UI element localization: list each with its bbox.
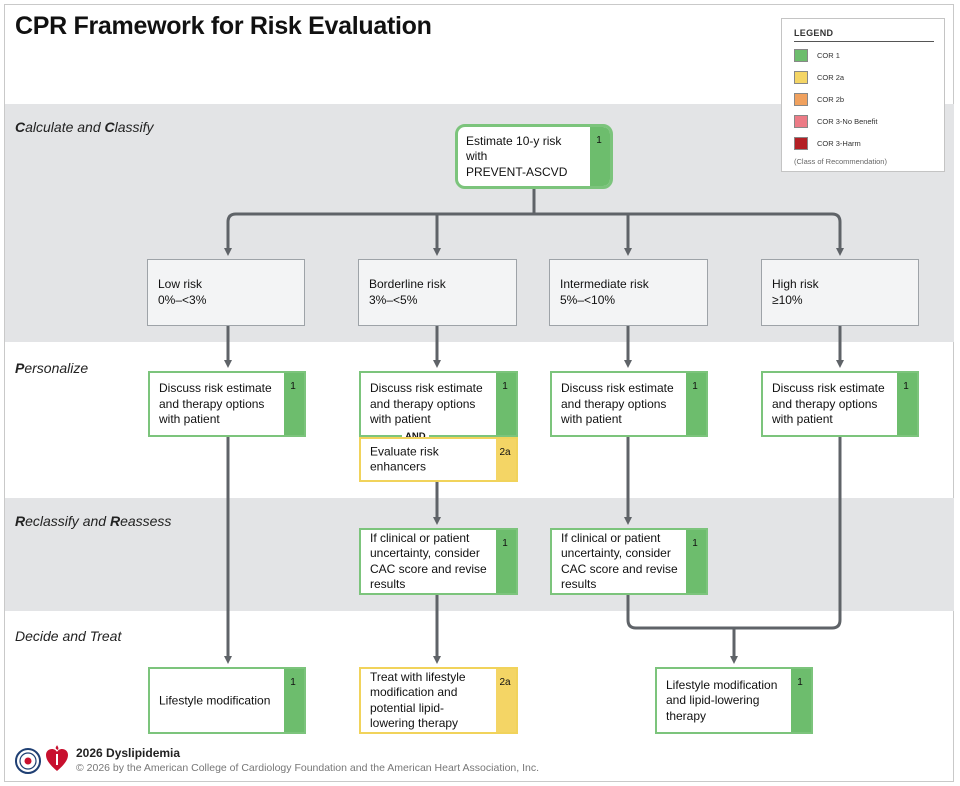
discuss-box-borderline: Discuss risk estimate and therapy option… xyxy=(359,371,518,437)
legend-label: COR 2a xyxy=(817,73,845,82)
legend-swatch xyxy=(794,115,808,128)
section-decide-treat: Decide and Treat xyxy=(15,628,122,644)
risk-range: 5%–<10% xyxy=(560,292,616,307)
legend-swatch xyxy=(794,137,808,150)
cor-badge: 1 xyxy=(502,381,508,392)
cor-strip xyxy=(686,373,706,435)
lifestyle-modification-box: Lifestyle modification 1 xyxy=(148,667,306,734)
connector-branch xyxy=(226,212,842,246)
discuss-box-low: Discuss risk estimate and therapy option… xyxy=(148,371,306,437)
footer-title: 2026 Dyslipidemia xyxy=(76,746,181,760)
cac-text: If clinical or patient uncertainty, cons… xyxy=(370,530,487,592)
risk-range: ≥10% xyxy=(772,292,803,307)
acc-seal-logo xyxy=(15,748,41,774)
cor-strip xyxy=(496,439,516,480)
legend-title: LEGEND xyxy=(794,28,834,38)
risk-name: Low risk xyxy=(158,277,203,291)
cor-strip xyxy=(496,530,516,593)
risk-name: Intermediate risk xyxy=(560,277,649,291)
cac-box-intermediate: If clinical or patient uncertainty, cons… xyxy=(550,528,708,595)
cor-strip xyxy=(284,373,304,435)
legend-swatch xyxy=(794,93,808,106)
figure-frame xyxy=(4,4,954,782)
cor-strip xyxy=(791,669,811,732)
cor-badge: 1 xyxy=(596,135,602,146)
combined-text: Lifestyle modification and lipid-lowerin… xyxy=(666,677,778,723)
discuss-text: Discuss risk estimate and therapy option… xyxy=(561,380,674,426)
cor-badge: 1 xyxy=(290,381,296,392)
cor-strip xyxy=(686,530,706,593)
risk-box-borderline: Borderline risk 3%–<5% xyxy=(358,259,517,326)
section-personalize: Personalize xyxy=(15,360,89,376)
lifestyle-text: Lifestyle modification xyxy=(159,692,271,707)
cor-badge: 1 xyxy=(797,677,803,688)
legend-label: COR 2b xyxy=(817,95,845,104)
aha-heart-torch-logo xyxy=(46,745,68,771)
section-reclassify-reassess: Reclassify and Reassess xyxy=(15,513,172,529)
cac-text: If clinical or patient uncertainty, cons… xyxy=(561,530,678,592)
treat-text: Treat with lifestyle modification and po… xyxy=(370,669,466,731)
risk-box-intermediate: Intermediate risk 5%–<10% xyxy=(549,259,708,326)
legend-note: (Class of Recommendation) xyxy=(794,157,887,166)
legend-divider xyxy=(794,41,934,42)
cor-strip xyxy=(496,373,516,435)
legend: LEGEND COR 1 COR 2a COR 2b COR 3-No Bene… xyxy=(781,18,945,172)
risk-name: Borderline risk xyxy=(369,277,446,291)
cor-badge: 1 xyxy=(692,538,698,549)
legend-swatch xyxy=(794,49,808,62)
and-connector-label: AND xyxy=(402,431,429,442)
cor-badge: 1 xyxy=(692,381,698,392)
cac-box-borderline: If clinical or patient uncertainty, cons… xyxy=(359,528,518,595)
lifestyle-lipid-lowering-box: Lifestyle modification and lipid-lowerin… xyxy=(655,667,813,734)
cor-badge: 1 xyxy=(502,538,508,549)
estimate-risk-box: Estimate 10-y risk with PREVENT-ASCVD 1 xyxy=(455,124,613,189)
legend-label: COR 3-No Benefit xyxy=(817,117,878,126)
cor-badge: 2a xyxy=(499,447,511,458)
cor-strip xyxy=(897,373,917,435)
discuss-box-intermediate: Discuss risk estimate and therapy option… xyxy=(550,371,708,437)
discuss-text: Discuss risk estimate and therapy option… xyxy=(772,380,885,426)
cor-badge: 1 xyxy=(903,381,909,392)
risk-box-high: High risk ≥10% xyxy=(761,259,919,326)
legend-label: COR 1 xyxy=(817,51,840,60)
cor-strip xyxy=(496,669,516,732)
legend-swatch xyxy=(794,71,808,84)
estimate-risk-line2: PREVENT-ASCVD xyxy=(466,164,568,179)
cor-badge: 2a xyxy=(499,677,511,688)
treat-lipid-lowering-box: Treat with lifestyle modification and po… xyxy=(359,667,518,734)
cor-badge: 1 xyxy=(290,677,296,688)
cor-strip xyxy=(284,669,304,732)
risk-box-low: Low risk 0%–<3% xyxy=(147,259,305,326)
discuss-text: Discuss risk estimate and therapy option… xyxy=(370,380,483,426)
estimate-risk-line1: Estimate 10-y risk with xyxy=(466,133,562,163)
risk-enhancers-box: Evaluate risk enhancers 2a xyxy=(359,437,518,482)
enhancers-text: Evaluate risk enhancers xyxy=(370,444,439,474)
discuss-box-high: Discuss risk estimate and therapy option… xyxy=(761,371,919,437)
cor-strip xyxy=(590,127,610,186)
risk-range: 3%–<5% xyxy=(369,292,418,307)
discuss-text: Discuss risk estimate and therapy option… xyxy=(159,380,272,426)
section-calculate-classify: Calculate and Classify xyxy=(15,119,154,135)
risk-range: 0%–<3% xyxy=(158,292,207,307)
page-title: CPR Framework for Risk Evaluation xyxy=(15,12,432,40)
legend-label: COR 3-Harm xyxy=(817,139,861,148)
footer-copyright: © 2026 by the American College of Cardio… xyxy=(76,762,540,774)
risk-name: High risk xyxy=(772,277,819,291)
